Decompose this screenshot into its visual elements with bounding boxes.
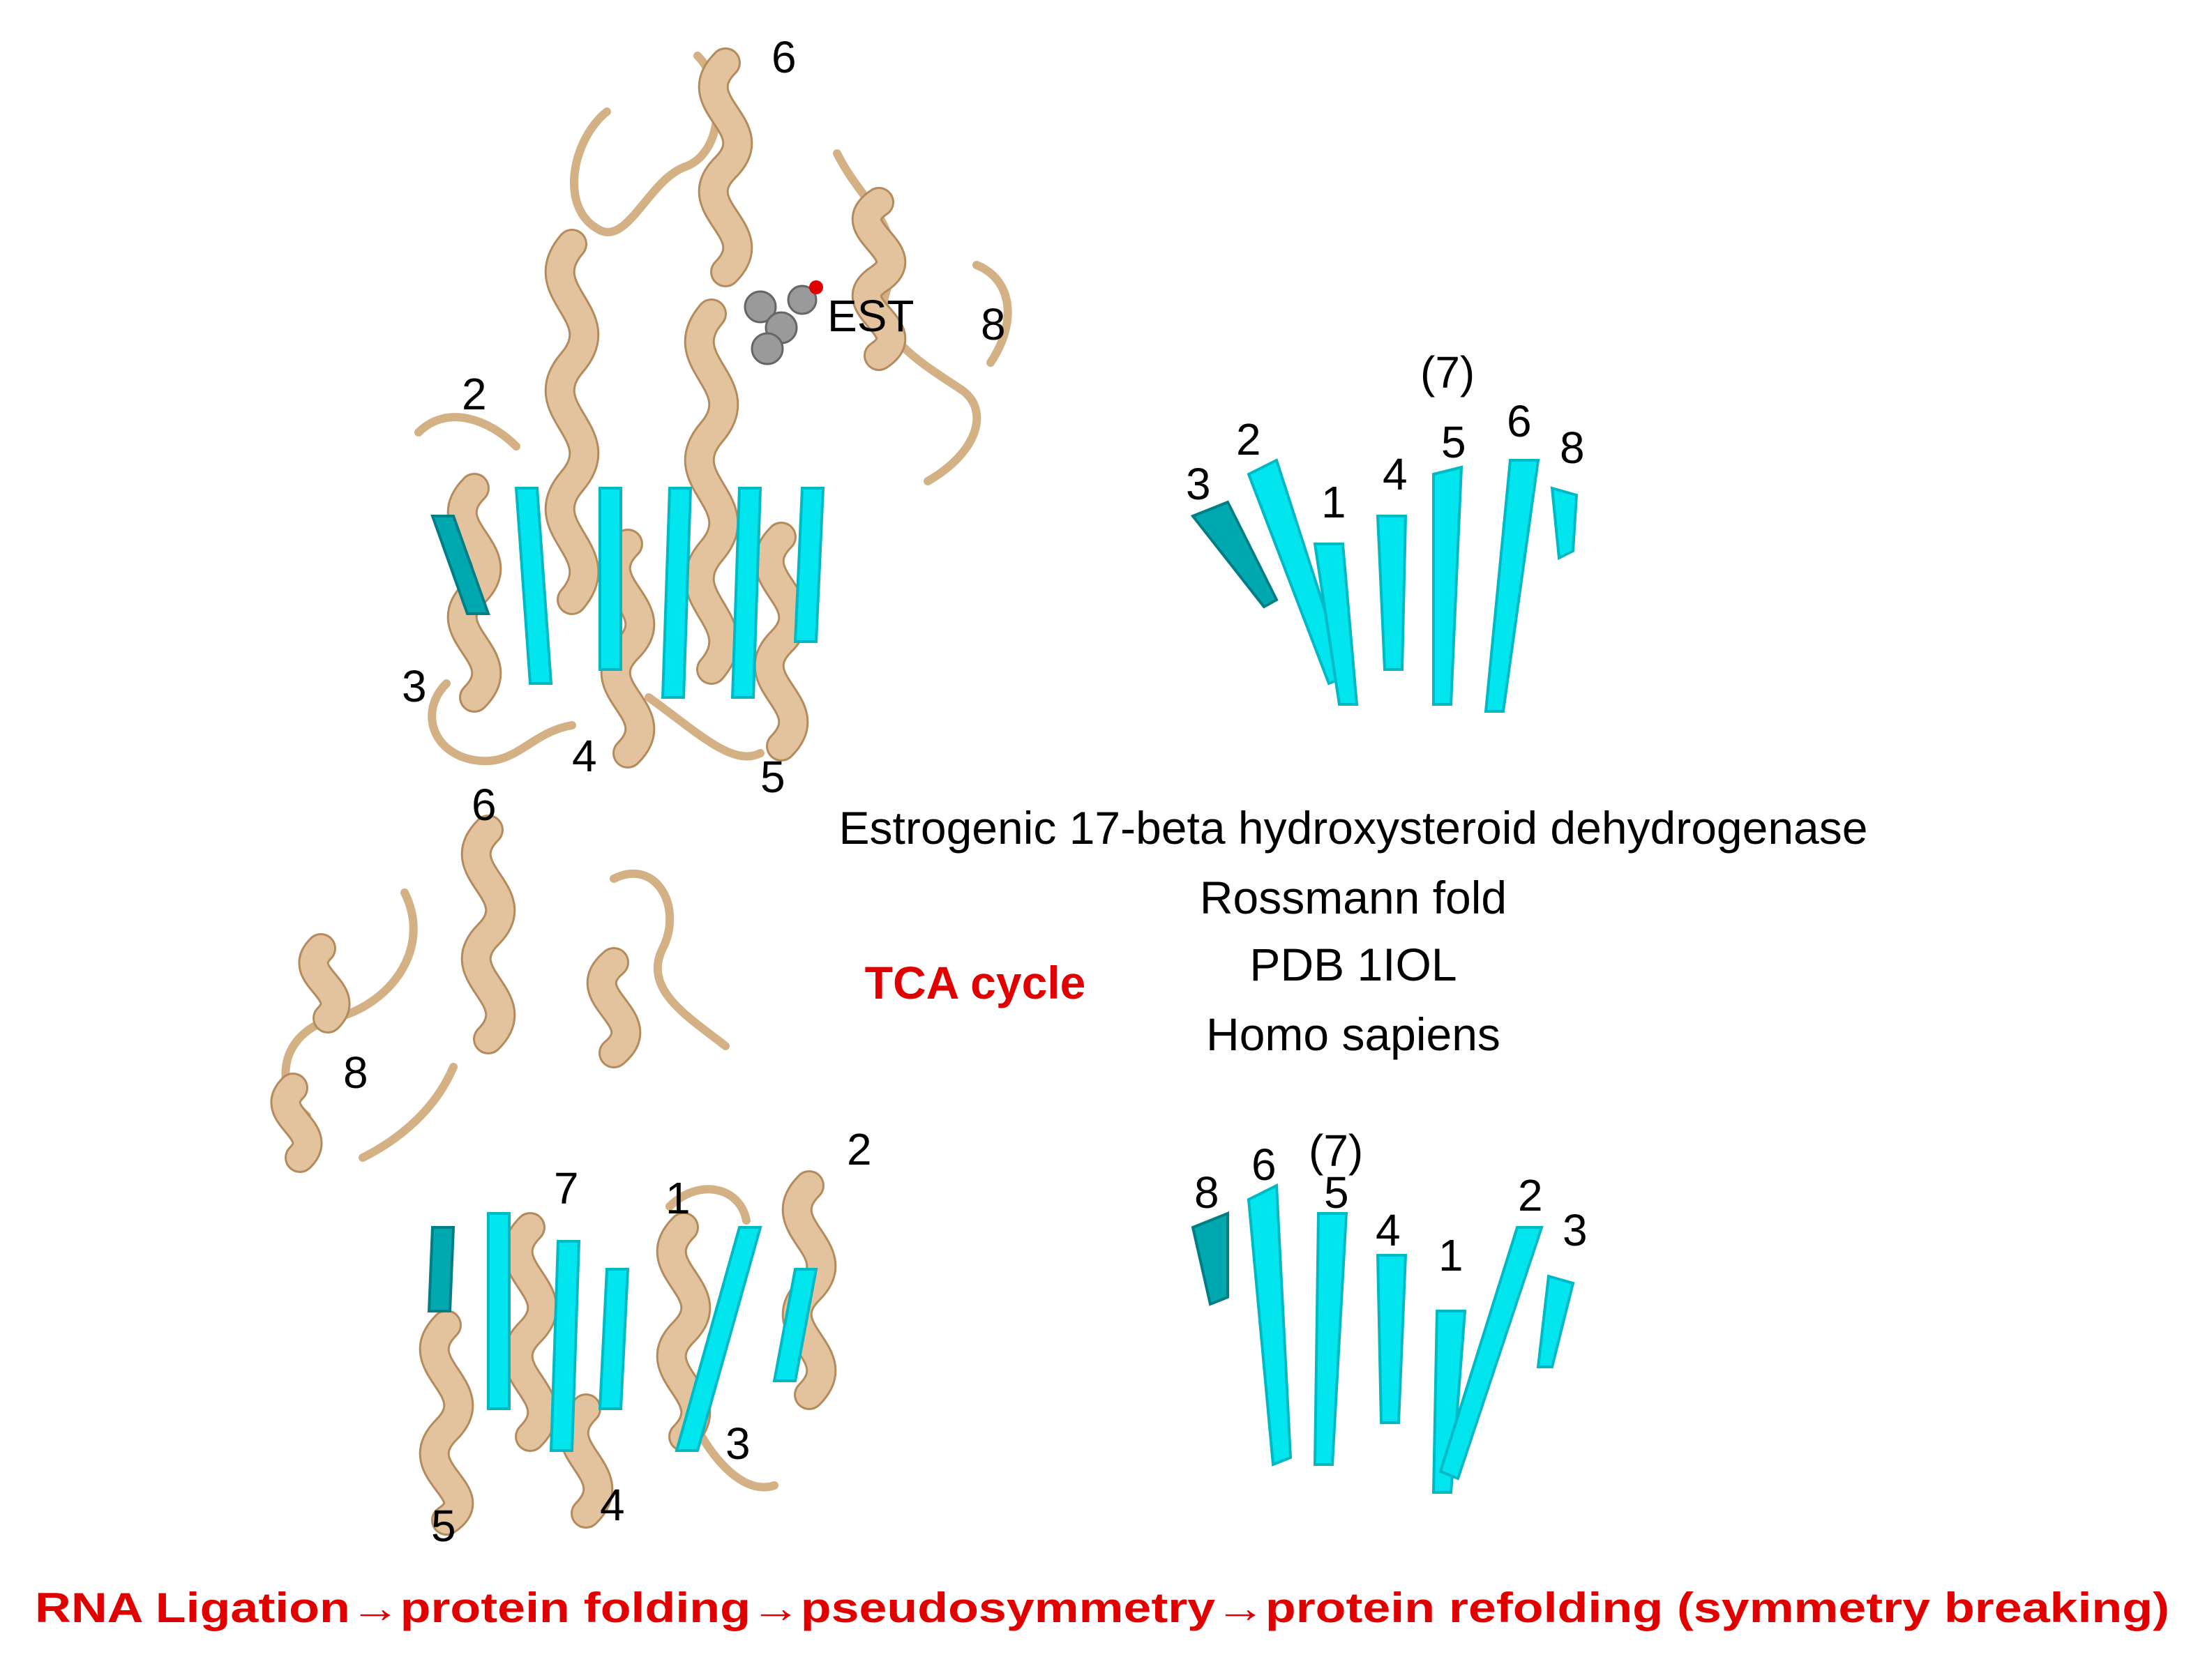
bottom-ribbon-structure: 6 8 7 1 2 3 5 4 [270, 780, 872, 1551]
helix [504, 1214, 556, 1450]
helix [272, 1075, 321, 1171]
loop [610, 870, 730, 1050]
beta-strand [514, 487, 553, 685]
caption-line-3: PDB 1IOL [1249, 939, 1457, 990]
beta-strand [772, 1268, 818, 1382]
beta-strand-4 [1376, 515, 1408, 671]
top-sheet-label-6: 6 [1507, 396, 1532, 446]
loop [972, 261, 1012, 367]
bottom-sheet-label-1: 1 [1438, 1230, 1463, 1280]
process-label: RNA Ligation→protein folding→pseudosymme… [35, 1584, 2169, 1631]
loop [359, 1063, 458, 1162]
beta-strand-8 [1550, 486, 1579, 561]
beta-strand [487, 1212, 511, 1410]
helix [462, 817, 514, 1052]
beta-strand-5 [1313, 1212, 1348, 1466]
tca-cycle-label: TCA cycle [865, 957, 1086, 1008]
top-sheet-label-8: 8 [1560, 423, 1585, 473]
top-label-4: 4 [572, 731, 597, 781]
beta-strand-8 [1191, 1211, 1229, 1306]
top-ribbon-structure: EST 6 8 2 3 4 5 [402, 32, 1012, 802]
beta-strand-6 [1484, 459, 1540, 713]
helix [560, 1395, 612, 1527]
top-sheet-label-5: 5 [1441, 417, 1466, 467]
bottom-label-6: 6 [472, 780, 497, 830]
beta-strand [661, 487, 693, 699]
bottom-label-2: 2 [847, 1124, 872, 1174]
caption-line-2: Rossmann fold [1200, 872, 1507, 923]
beta-strand [599, 487, 622, 671]
helix [700, 50, 751, 285]
top-sheet-label-7: (7) [1420, 347, 1475, 398]
top-label-2: 2 [462, 369, 487, 419]
loop [665, 1185, 751, 1225]
bottom-sheet-label-4: 4 [1376, 1205, 1401, 1255]
beta-strand [427, 1226, 456, 1312]
helix [421, 1312, 472, 1534]
loop [645, 693, 765, 761]
ligand-label: EST [827, 291, 914, 341]
top-label-8: 8 [981, 299, 1006, 349]
top-sheet-label-2: 2 [1236, 414, 1261, 464]
bottom-sheet-label-7: (7) [1309, 1126, 1363, 1176]
beta-strand [430, 515, 490, 615]
caption: Estrogenic 17-beta hydroxysteroid dehydr… [839, 802, 1868, 1060]
helix [686, 301, 737, 683]
bottom-sheet-label-3: 3 [1563, 1205, 1588, 1255]
helix [755, 524, 807, 759]
top-strands [430, 487, 825, 699]
ligand-est [744, 280, 823, 365]
bottom-sheet-label-8: 8 [1194, 1167, 1219, 1218]
beta-strand-6 [1247, 1183, 1293, 1467]
bottom-sheet: (7) 6 8 5 2 4 3 1 [1191, 1126, 1588, 1494]
beta-strand-2 [1438, 1226, 1544, 1481]
helix [300, 935, 349, 1031]
loop [693, 1425, 778, 1492]
bottom-sheet-label-5: 5 [1324, 1167, 1349, 1218]
top-label-6: 6 [772, 32, 797, 82]
bottom-label-5: 5 [431, 1501, 456, 1551]
loop [414, 413, 520, 451]
top-sheet-label-3: 3 [1186, 459, 1211, 509]
beta-strand [549, 1240, 581, 1452]
beta-strand [675, 1226, 762, 1452]
top-label-5: 5 [760, 752, 785, 802]
top-sheet-label-1: 1 [1321, 477, 1346, 527]
bottom-sheet-label-6: 6 [1251, 1140, 1277, 1190]
bottom-label-4: 4 [600, 1480, 625, 1530]
beta-strand-1 [1431, 1310, 1467, 1494]
beta-strand-5 [1432, 465, 1463, 706]
top-helices [446, 47, 907, 769]
loop [570, 52, 721, 236]
beta-strand [730, 487, 762, 699]
loop [428, 679, 576, 766]
bottom-label-8: 8 [343, 1047, 368, 1098]
helix [546, 231, 598, 613]
beta-strand-4 [1376, 1254, 1408, 1424]
beta-strand-3 [1190, 500, 1279, 609]
bottom-label-1: 1 [665, 1173, 691, 1223]
bottom-sheet-label-2: 2 [1518, 1170, 1543, 1220]
caption-line-4: Homo sapiens [1206, 1008, 1500, 1060]
bottom-label-3: 3 [725, 1418, 751, 1469]
top-sheet: (7) 2 6 8 5 4 3 1 [1186, 347, 1585, 713]
top-sheet-label-4: 4 [1383, 449, 1408, 499]
beta-strand [793, 487, 825, 643]
helix [588, 949, 640, 1066]
caption-line-1: Estrogenic 17-beta hydroxysteroid dehydr… [839, 802, 1868, 854]
helix [853, 189, 905, 369]
bottom-strands [427, 1212, 818, 1452]
beta-strand-3 [1536, 1274, 1575, 1368]
beta-strand [598, 1268, 630, 1410]
top-label-3: 3 [402, 661, 427, 711]
bottom-label-7: 7 [554, 1163, 579, 1213]
beta-strand-1 [1313, 543, 1359, 706]
